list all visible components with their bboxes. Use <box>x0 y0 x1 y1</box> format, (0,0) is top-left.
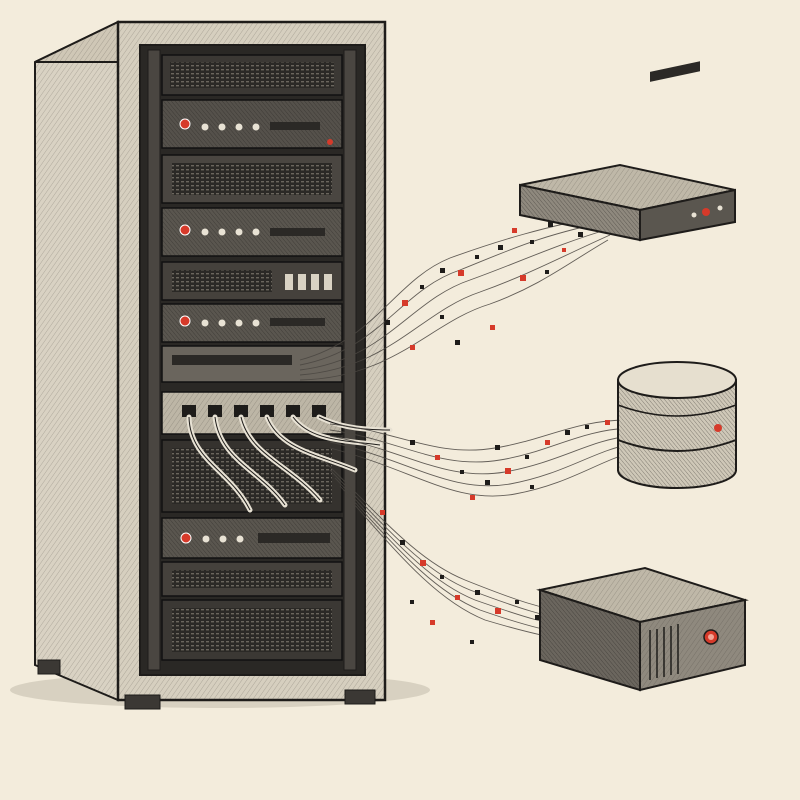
server-unit-11 <box>161 599 343 661</box>
server-unit-7 <box>161 345 343 383</box>
status-led-red <box>180 532 192 544</box>
status-led-red <box>179 224 191 236</box>
data-stream-to-database <box>329 419 635 497</box>
server-rack <box>34 20 393 710</box>
ethernet-port <box>312 405 326 417</box>
data-packets <box>380 222 610 644</box>
rack-foot-left <box>124 694 161 710</box>
server-unit-3 <box>161 154 343 204</box>
server-unit-4 <box>161 207 343 257</box>
rack-rail-right <box>343 49 357 671</box>
ethernet-port <box>208 405 222 417</box>
rack-rail-left <box>147 49 161 671</box>
server-unit-5 <box>161 261 343 301</box>
ethernet-port <box>234 405 248 417</box>
switch-icon <box>519 61 736 242</box>
server-unit-8 <box>161 439 343 513</box>
server-unit-2 <box>161 99 343 149</box>
status-led-red <box>179 118 191 130</box>
database-icon <box>617 361 737 489</box>
ethernet-port <box>286 405 300 417</box>
server-unit-1 <box>161 54 343 96</box>
server-unit-9 <box>161 517 343 559</box>
ethernet-port <box>260 405 274 417</box>
rack-network-switch <box>161 391 343 435</box>
status-led-red <box>179 315 191 327</box>
rack-foot-right <box>344 689 376 705</box>
storage-icon <box>536 566 749 692</box>
server-unit-6 <box>161 303 343 343</box>
switch-status-led <box>702 208 710 216</box>
ethernet-port <box>182 405 196 417</box>
server-unit-10 <box>161 561 343 597</box>
database-status-led <box>714 424 722 432</box>
